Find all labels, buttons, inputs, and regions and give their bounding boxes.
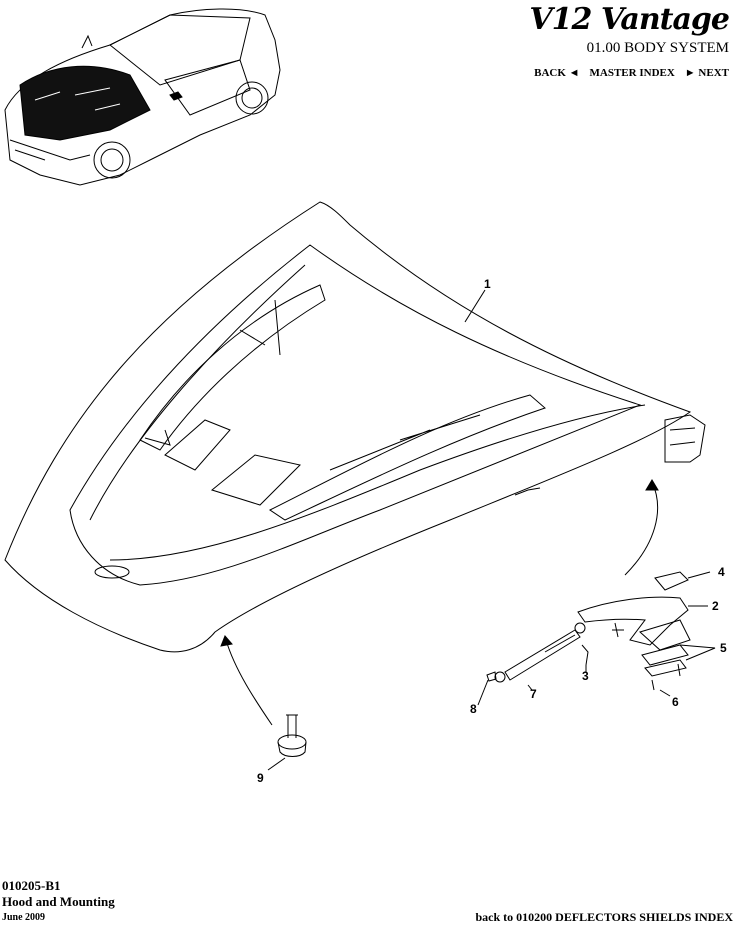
master-index-link[interactable]: MASTER INDEX xyxy=(589,67,675,79)
hinge-assembly xyxy=(577,571,691,691)
callout-2: 2 xyxy=(712,599,719,613)
section-title: 01.00 BODY SYSTEM xyxy=(586,40,729,56)
arrow-bumper xyxy=(225,639,273,726)
callout-5: 5 xyxy=(720,641,727,655)
diagram-name: Hood and Mounting xyxy=(2,894,115,909)
callout-4: 4 xyxy=(718,565,725,579)
callout-8: 8 xyxy=(470,702,477,716)
gas-strut xyxy=(486,622,586,683)
callout-1: 1 xyxy=(484,277,491,291)
callout-9: 9 xyxy=(257,771,264,785)
hood-hinge-top xyxy=(664,414,706,463)
brand-logo: V12 Vantage xyxy=(529,2,730,37)
diagram-date: June 2009 xyxy=(2,912,46,923)
back-button[interactable]: BACK ◄ xyxy=(534,67,580,79)
nav-bar: BACK ◄ MASTER INDEX ► NEXT xyxy=(534,67,729,79)
callout-3: 3 xyxy=(582,669,589,683)
callout-6: 6 xyxy=(672,695,679,709)
hood-panel xyxy=(4,201,692,653)
footer-info: 010205-B1 Hood and Mounting June 2009 xyxy=(2,878,115,926)
back-to-index-link[interactable]: back to 010200 DEFLECTORS SHIELDS INDEX xyxy=(475,910,733,924)
arrow-hinge xyxy=(624,481,659,576)
diagram-code: 010205-B1 xyxy=(2,878,61,893)
bump-stop xyxy=(277,714,307,757)
callout-7: 7 xyxy=(530,687,537,701)
car-thumbnail xyxy=(4,8,281,186)
next-button[interactable]: ► NEXT xyxy=(684,67,729,79)
